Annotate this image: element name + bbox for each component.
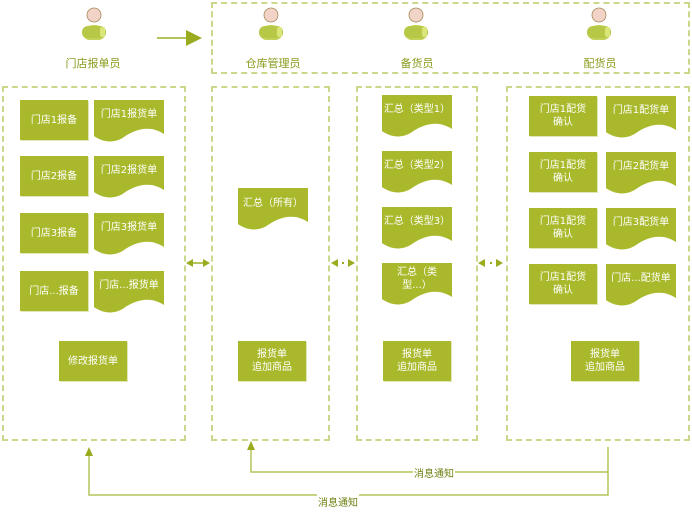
user-icon [587, 7, 611, 40]
notify-line-outer [88, 456, 609, 496]
store-report-box[interactable]: 门店1报备 [20, 100, 88, 140]
notification-label-inner: 消息通知 [413, 465, 455, 480]
role-distributor: 配货员 [583, 57, 617, 70]
distribution-confirm-box[interactable]: 门店1配货确认 [529, 152, 597, 192]
user-icon [259, 7, 283, 40]
store-order-label: 门店2报货单 [100, 165, 158, 176]
notify-arrowhead-inner [247, 441, 255, 450]
summary-type-doc[interactable]: 汇总（类型1） [382, 95, 452, 139]
role-store-reporter: 门店报单员 [65, 57, 121, 70]
store-order-doc[interactable]: 门店3报货单 [94, 213, 164, 257]
add-line2: 追加商品 [252, 362, 292, 373]
summary-type-doc[interactable]: 汇总（类型3） [382, 207, 452, 251]
user-icon [82, 7, 106, 40]
add-line2: 追加商品 [585, 362, 625, 373]
role-warehouse-manager: 仓库管理员 [245, 57, 301, 70]
summary-all-doc[interactable]: 汇总（所有） [238, 188, 308, 232]
store-report-box[interactable]: 门店...报备 [20, 271, 88, 311]
summary-type-doc[interactable]: 汇总（类型...） [382, 263, 452, 307]
warehouse-column [211, 86, 330, 441]
store-order-doc[interactable]: 门店2报货单 [94, 156, 164, 200]
distribution-order-doc[interactable]: 门店...配货单 [606, 264, 676, 308]
notify-arrowhead-outer [85, 447, 93, 456]
store-report-box[interactable]: 门店2报备 [20, 156, 88, 196]
summary-all-label: 汇总（所有） [243, 198, 303, 209]
distribution-order-label: 门店3配货单 [612, 217, 670, 228]
summary-type-doc[interactable]: 汇总（类型2） [382, 151, 452, 195]
modify-order-box[interactable]: 修改报货单 [59, 341, 127, 381]
bidirectional-arrow-2 [331, 259, 355, 267]
roles-group [211, 2, 690, 74]
stocker-column [356, 86, 478, 441]
store-order-label: 门店3报货单 [100, 222, 158, 233]
store-order-label: 门店1报货单 [100, 109, 158, 120]
role-stocker: 备货员 [400, 57, 434, 70]
distribution-order-doc[interactable]: 门店1配货单 [606, 96, 676, 140]
distribution-order-label: 门店2配货单 [612, 161, 670, 172]
distribution-order-label: 门店1配货单 [612, 105, 670, 116]
add-line1: 报货单 [590, 349, 620, 360]
summary-type-label: 汇总（类型1） [383, 104, 451, 115]
warehouse-add-goods-box[interactable]: 报货单 追加商品 [238, 341, 306, 381]
summary-type-label: 汇总（类型2） [383, 160, 451, 171]
add-line1: 报货单 [402, 349, 432, 360]
distributor-add-goods-box[interactable]: 报货单 追加商品 [571, 341, 639, 381]
distribution-order-doc[interactable]: 门店3配货单 [606, 208, 676, 252]
store-order-doc[interactable]: 门店1报货单 [94, 100, 164, 144]
distribution-confirm-box[interactable]: 门店1配货确认 [529, 264, 597, 304]
bidirectional-arrow-1 [186, 259, 210, 267]
stocker-add-goods-box[interactable]: 报货单 追加商品 [383, 341, 451, 381]
distributor-column [506, 86, 690, 441]
store-order-label: 门店...报货单 [99, 280, 159, 291]
notification-label-outer: 消息通知 [317, 494, 359, 509]
summary-type-label: 汇总（类型...） [397, 267, 437, 291]
bidirectional-arrow-3 [478, 259, 503, 267]
distribution-order-label: 门店...配货单 [611, 273, 671, 284]
store-order-doc[interactable]: 门店...报货单 [94, 271, 164, 315]
add-line2: 追加商品 [397, 362, 437, 373]
distribution-confirm-box[interactable]: 门店1配货确认 [529, 208, 597, 248]
store-report-box[interactable]: 门店3报备 [20, 213, 88, 253]
distribution-order-doc[interactable]: 门店2配货单 [606, 152, 676, 196]
summary-type-label: 汇总（类型3） [383, 216, 451, 227]
distribution-confirm-box[interactable]: 门店1配货确认 [529, 96, 597, 136]
add-line1: 报货单 [257, 349, 287, 360]
store-column [2, 86, 186, 441]
user-icon [404, 7, 428, 40]
